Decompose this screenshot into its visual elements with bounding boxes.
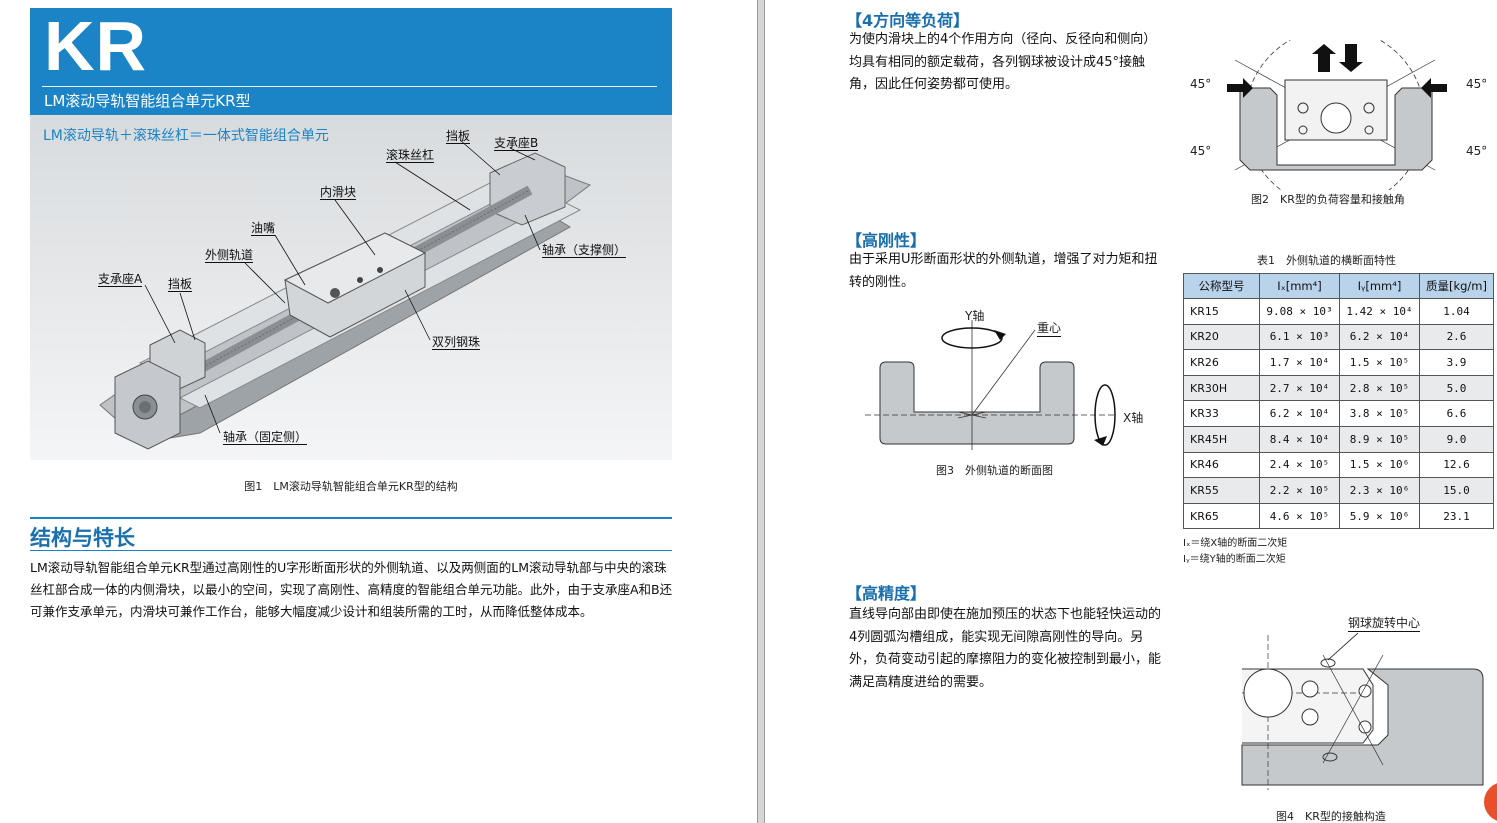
cell-mass: 9.0 — [1419, 425, 1494, 453]
cell-model: KR45H — [1183, 425, 1260, 453]
callout-stopper-left: 挡板 — [168, 277, 193, 292]
cell-mass: 15.0 — [1419, 477, 1494, 504]
cell-mass: 5.0 — [1419, 374, 1494, 402]
cell-ix: 2.4 × 10⁵ — [1259, 451, 1340, 479]
cell-ix: 6.2 × 10⁴ — [1259, 400, 1340, 427]
cell-iy: 1.42 × 10⁴ — [1339, 298, 1420, 325]
cell-mass: 23.1 — [1419, 502, 1494, 530]
callout-bearing-support: 轴承（支撑侧） — [542, 243, 627, 258]
callout-grease-nipple: 油嘴 — [251, 221, 276, 236]
cell-ix: 2.2 × 10⁵ — [1259, 477, 1340, 504]
figure-2-load-diagram — [1227, 40, 1447, 190]
figure-4-contact-diagram — [1241, 632, 1484, 790]
cell-model: KR15 — [1183, 298, 1260, 325]
figure-2-caption: 图2 KR型的负荷容量和接触角 — [1251, 193, 1405, 206]
y-axis-label: Y轴 — [965, 309, 985, 323]
callout-outer-rail: 外侧轨道 — [205, 248, 254, 263]
heading-high-rigidity: 【高刚性】 — [846, 231, 927, 250]
figure-4-caption: 图4 KR型的接触构造 — [1276, 810, 1386, 823]
section-title: 结构与特长 — [30, 517, 672, 552]
callout-inner-block: 内滑块 — [320, 185, 357, 200]
header-rule — [42, 86, 657, 87]
cell-iy: 1.5 × 10⁶ — [1339, 451, 1420, 479]
text-high-rigidity: 由于采用U形断面形状的外侧轨道，增强了对力矩和扭转的刚性。 — [849, 252, 1158, 290]
header-iy: Iᵧ[mm⁴] — [1339, 273, 1420, 299]
heading-four-direction-load: 【4方向等负荷】 — [846, 11, 970, 30]
cell-iy: 5.9 × 10⁶ — [1339, 502, 1420, 530]
text-four-direction-load: 为使内滑块上的4个作用方向（径向、反径向和侧向）均具有相同的额定载荷，各列钢球被… — [849, 32, 1157, 92]
cell-model: KR46 — [1183, 451, 1260, 479]
table-1-caption: 表1 外侧轨道的横断面特性 — [1257, 254, 1396, 267]
cell-ix: 9.08 × 10³ — [1259, 298, 1340, 325]
section-body: LM滚动导轨智能组合单元KR型通过高刚性的U字形断面形状的外侧轨道、以及两侧面的… — [30, 560, 673, 619]
table-header-row: 公称型号 Iₓ[mm⁴] Iᵧ[mm⁴] 质量[kg/m] — [1183, 273, 1494, 299]
cell-mass: 2.6 — [1419, 323, 1494, 351]
page-corner-marker — [1484, 782, 1497, 822]
cell-ix: 4.6 × 10⁵ — [1259, 502, 1340, 530]
cell-mass: 6.6 — [1419, 400, 1494, 427]
cell-model: KR55 — [1183, 477, 1260, 504]
cell-mass: 1.04 — [1419, 298, 1494, 325]
table-note-iy: Iᵧ＝绕Y轴的断面二次矩 — [1183, 554, 1286, 565]
cell-iy: 6.2 × 10⁴ — [1339, 323, 1420, 351]
callout-support-b: 支承座B — [494, 136, 539, 151]
callout-stopper-top: 挡板 — [446, 129, 471, 144]
angle-label-bottom-left: 45° — [1190, 144, 1212, 158]
cell-iy: 2.8 × 10⁵ — [1339, 374, 1420, 402]
header-model: 公称型号 — [1183, 273, 1260, 299]
x-axis-label: X轴 — [1123, 411, 1144, 425]
figure-3-caption: 图3 外侧轨道的断面图 — [936, 464, 1053, 477]
cell-model: KR20 — [1183, 323, 1260, 351]
callout-double-row-balls: 双列钢珠 — [432, 335, 481, 350]
figure-1-caption: 图1 LM滚动导轨智能组合单元KR型的结构 — [244, 480, 458, 493]
product-header-banner: KR LM滚动导轨智能组合单元KR型 — [30, 7, 672, 115]
ball-center-callout: 钢球旋转中心 — [1348, 616, 1421, 632]
cell-ix: 6.1 × 10³ — [1259, 323, 1340, 351]
figure-3-section-diagram — [865, 320, 1116, 450]
kr-unit-illustration — [99, 139, 592, 450]
page-gutter — [757, 0, 765, 823]
cell-iy: 8.9 × 10⁵ — [1339, 425, 1420, 453]
header-ix: Iₓ[mm⁴] — [1259, 273, 1340, 299]
table-note-ix: Iₓ＝绕X轴的断面二次矩 — [1183, 538, 1288, 549]
angle-label-bottom-right: 45° — [1466, 144, 1488, 158]
cell-model: KR30H — [1183, 374, 1260, 402]
section-title-text: 结构与特长 — [30, 526, 135, 550]
angle-label-top-left: 45° — [1190, 77, 1212, 91]
heading-high-precision: 【高精度】 — [846, 584, 927, 603]
angle-label-top-right: 45° — [1466, 77, 1488, 91]
figure-1-structure: LM滚动导轨＋滚珠丝杠＝一体式智能组合单元 — [30, 115, 672, 460]
cell-model: KR33 — [1183, 400, 1260, 427]
product-code: KR — [44, 7, 148, 85]
section-underline — [30, 550, 672, 551]
cell-model: KR26 — [1183, 349, 1260, 376]
callout-ball-screw: 滚珠丝杠 — [386, 148, 435, 163]
cell-iy: 1.5 × 10⁵ — [1339, 349, 1420, 376]
cell-iy: 3.8 × 10⁵ — [1339, 400, 1420, 427]
text-high-precision: 直线导向部由即使在施加预压的状态下也能轻快运动的4列圆弧沟槽组成，能实现无间隙高… — [849, 607, 1162, 690]
cell-mass: 12.6 — [1419, 451, 1494, 479]
callout-bearing-fixed: 轴承（固定侧） — [223, 430, 308, 445]
product-subtitle: LM滚动导轨智能组合单元KR型 — [44, 92, 251, 110]
cell-ix: 1.7 × 10⁴ — [1259, 349, 1340, 376]
cell-model: KR65 — [1183, 502, 1260, 530]
cell-iy: 2.3 × 10⁶ — [1339, 477, 1420, 504]
figure-tagline: LM滚动导轨＋滚珠丝杠＝一体式智能组合单元 — [43, 128, 329, 144]
cell-ix: 2.7 × 10⁴ — [1259, 374, 1340, 402]
cell-ix: 8.4 × 10⁴ — [1259, 425, 1340, 453]
centroid-label: 重心 — [1037, 321, 1062, 337]
header-mass: 质量[kg/m] — [1419, 273, 1494, 299]
cell-mass: 3.9 — [1419, 349, 1494, 376]
callout-support-a: 支承座A — [98, 272, 143, 287]
